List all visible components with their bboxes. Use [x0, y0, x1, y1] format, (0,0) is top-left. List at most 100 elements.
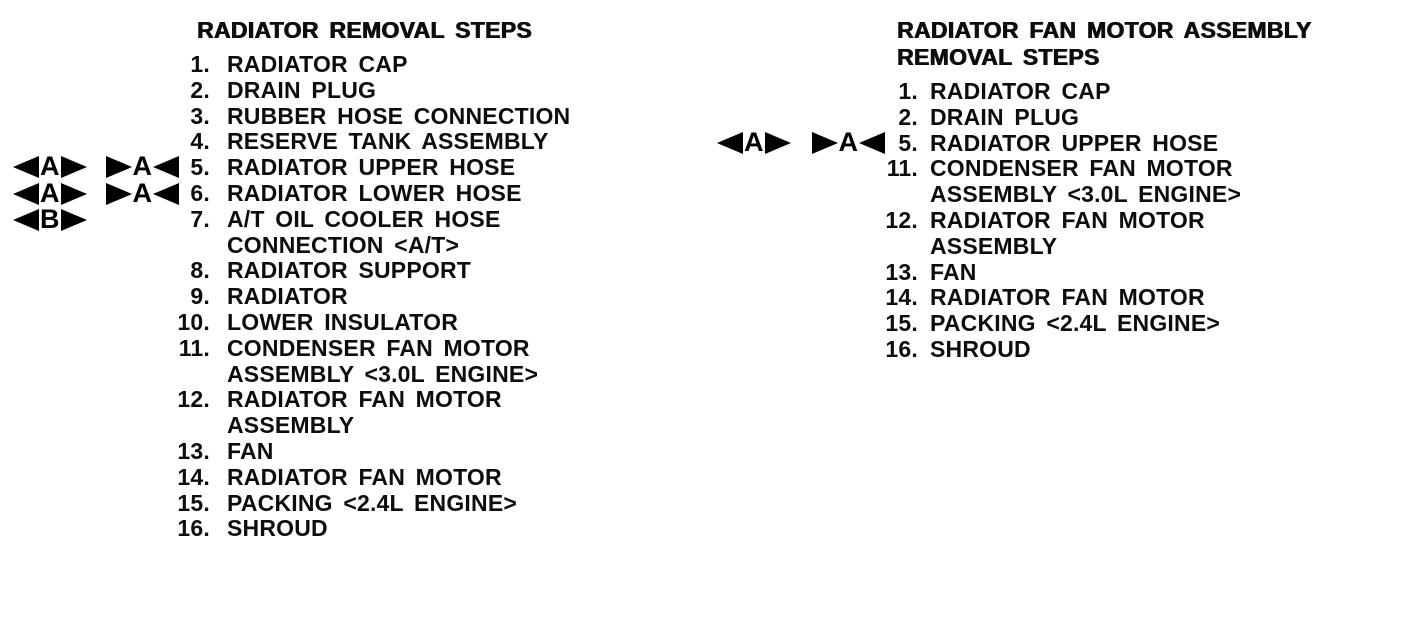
- step-item: 11.CONDENSER FAN MOTOR: [160, 334, 570, 362]
- step-text: RADIATOR CAP: [227, 51, 408, 77]
- right-arrow-icon: [60, 156, 87, 178]
- step-item: 8. RADIATOR SUPPORT: [160, 258, 570, 284]
- step-text: RADIATOR FAN MOTOR: [930, 284, 1205, 311]
- step-item: 12. RADIATOR FAN MOTOR: [160, 387, 570, 413]
- step-item: 15.PACKING <2.4L ENGINE>: [866, 310, 1241, 337]
- step-text: A/T OIL COOLER HOSE: [227, 205, 501, 232]
- step-number: 5.: [898, 129, 918, 156]
- left-arrow-icon: [13, 183, 39, 205]
- step-item: 16.SHROUD: [866, 335, 1241, 363]
- inward-arrows-marker: A: [811, 127, 885, 157]
- step-text: RESERVE TANK ASSEMBLY: [227, 128, 549, 155]
- step-number: 10.: [177, 308, 210, 335]
- step-item: 15.PACKING <2.4L ENGINE>: [160, 489, 570, 517]
- marker-row-left-item-6: A A: [13, 178, 179, 208]
- right-section-title-line1: RADIATOR FAN MOTOR ASSEMBLY: [897, 17, 1312, 43]
- step-item-continuation: CONNECTION <A/T>: [160, 231, 570, 259]
- step-number: 14.: [885, 284, 918, 311]
- step-text: RADIATOR UPPER HOSE: [930, 129, 1219, 156]
- left-arrow-icon: [13, 156, 39, 178]
- step-item: 1.RADIATOR CAP: [160, 51, 570, 78]
- step-item: 5. RADIATOR UPPER HOSE: [866, 129, 1241, 157]
- step-item: 7.A/T OIL COOLER HOSE: [160, 205, 570, 233]
- step-item: 2.DRAIN PLUG: [866, 103, 1241, 131]
- step-number: 11.: [886, 155, 918, 182]
- step-number: 5.: [190, 154, 210, 181]
- step-item-continuation: ASSEMBLY: [866, 232, 1241, 260]
- step-text: SHROUD: [930, 335, 1031, 362]
- step-item: 12.RADIATOR FAN MOTOR: [866, 206, 1241, 234]
- step-item: 5.RADIATOR UPPER HOSE: [160, 154, 570, 181]
- step-number: [160, 362, 210, 388]
- right-arrow-icon: [60, 183, 87, 205]
- step-number: 8.: [190, 257, 210, 284]
- step-item: 9.RADIATOR: [160, 283, 570, 310]
- marker-letter: A: [132, 151, 153, 181]
- step-item: 4.RESERVE TANK ASSEMBLY: [160, 129, 570, 155]
- marker-letter: A: [40, 151, 60, 181]
- left-arrow-icon: [859, 132, 885, 154]
- step-text: ASSEMBLY: [930, 232, 1058, 259]
- left-arrow-icon: [717, 132, 743, 154]
- step-number: [160, 233, 210, 259]
- right-arrow-icon: [105, 156, 132, 178]
- step-item-continuation: ASSEMBLY <3.0L ENGINE>: [866, 181, 1242, 208]
- right-arrow-icon: [60, 209, 87, 231]
- step-text: RADIATOR: [227, 283, 348, 310]
- step-text: RADIATOR LOWER HOSE: [227, 179, 522, 206]
- inward-arrows-marker: A: [105, 151, 179, 181]
- step-item: 10.LOWER INSULATOR: [160, 308, 570, 336]
- left-arrow-icon: [13, 209, 39, 231]
- step-item: 14. RADIATOR FAN MOTOR: [866, 285, 1241, 311]
- marker-letter: B: [40, 204, 60, 234]
- step-text: CONDENSER FAN MOTOR: [227, 334, 530, 361]
- step-text: DRAIN PLUG: [227, 76, 377, 103]
- step-item: 3. RUBBER HOSE CONNECTION: [160, 102, 571, 130]
- step-text: FAN: [930, 258, 977, 285]
- marker-letter: A: [132, 178, 153, 208]
- step-text: RADIATOR FAN MOTOR: [227, 386, 502, 413]
- step-number: 2.: [898, 103, 918, 130]
- marker-letter: A: [744, 127, 764, 157]
- step-text: PACKING <2.4L ENGINE>: [930, 310, 1220, 337]
- step-text: ASSEMBLY <3.0L ENGINE>: [227, 360, 539, 387]
- step-number: [866, 234, 918, 260]
- step-number: 3.: [190, 102, 210, 129]
- step-text: RADIATOR FAN MOTOR: [930, 206, 1205, 233]
- left-arrow-icon: [153, 183, 179, 205]
- step-item: 13. FAN: [866, 258, 1241, 286]
- step-number: 1.: [898, 78, 918, 104]
- step-item-continuation: ASSEMBLY: [160, 412, 570, 439]
- left-section-title: RADIATOR REMOVAL STEPS: [197, 17, 532, 43]
- step-text: ASSEMBLY <3.0L ENGINE>: [930, 181, 1242, 208]
- step-item: 16.SHROUD: [160, 516, 570, 542]
- step-number: 14.: [177, 463, 210, 490]
- step-text: RADIATOR CAP: [930, 78, 1111, 104]
- inward-arrows-marker: A: [105, 178, 179, 208]
- step-item: 1. RADIATOR CAP: [866, 78, 1241, 105]
- step-number: 12.: [177, 386, 210, 413]
- marker-row-left-item-7: B: [13, 204, 87, 234]
- step-number: 13.: [885, 258, 918, 285]
- right-arrow-icon: [764, 132, 791, 154]
- step-text: RADIATOR FAN MOTOR: [227, 463, 502, 490]
- right-section-title: RADIATOR FAN MOTOR ASSEMBLY REMOVAL STEP…: [897, 17, 1312, 71]
- left-arrow-icon: [153, 156, 179, 178]
- step-text: FAN: [227, 437, 274, 464]
- step-item: 6. RADIATOR LOWER HOSE: [160, 179, 570, 207]
- step-text: RADIATOR SUPPORT: [227, 257, 472, 284]
- step-number: 16.: [177, 515, 210, 542]
- right-section-title-line2: REMOVAL STEPS: [897, 44, 1100, 70]
- marker-row-left-item-5: A A: [13, 151, 179, 181]
- step-text: CONNECTION <A/T>: [227, 231, 460, 258]
- step-number: 15.: [177, 489, 210, 516]
- marker-letter: A: [838, 127, 859, 157]
- step-text: RUBBER HOSE CONNECTION: [227, 102, 571, 129]
- outward-arrows-marker: A: [717, 127, 791, 157]
- marker-letter: A: [40, 178, 60, 208]
- step-number: 6.: [190, 179, 210, 206]
- step-text: ASSEMBLY: [227, 412, 355, 439]
- outward-arrows-marker: A: [13, 151, 87, 181]
- step-item: 14. RADIATOR FAN MOTOR: [160, 463, 570, 491]
